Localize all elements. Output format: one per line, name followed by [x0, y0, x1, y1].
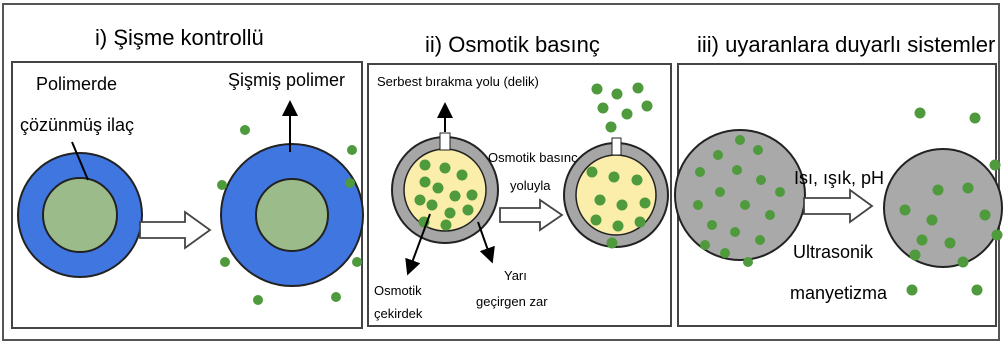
pressure-label-line1: Osmotik basınç — [488, 150, 578, 165]
membrane-label-line2: geçirgen zar — [476, 294, 548, 309]
drug-particle — [915, 108, 926, 119]
drug-particle — [958, 257, 969, 268]
core-label-line2: çekirdek — [374, 306, 423, 321]
stimuli-label: Isı, ışık, pH — [794, 168, 884, 188]
drug-particle — [713, 150, 723, 160]
drug-particle — [591, 215, 602, 226]
panel-2-title: ii) Osmotik basınç — [425, 32, 600, 57]
release-path-label: Serbest bırakma yolu (delik) — [377, 74, 539, 89]
drug-particle — [617, 200, 628, 211]
drug-particle — [927, 215, 938, 226]
drug-particle — [945, 238, 956, 249]
drug-particle — [595, 195, 606, 206]
drug-particle — [715, 187, 725, 197]
drug-particle — [445, 208, 456, 219]
drug-particle — [765, 210, 775, 220]
drug-particle — [598, 103, 609, 114]
drug-particle — [695, 167, 705, 177]
drug-particle — [415, 195, 426, 206]
swollen-drug-core — [256, 179, 328, 251]
drug-particle — [622, 109, 633, 120]
drug-particle — [700, 240, 710, 250]
drug-particle — [732, 165, 742, 175]
drug-particle — [463, 205, 474, 216]
swollen-polymer-label: Şişmiş polimer — [228, 70, 345, 90]
drug-particle — [900, 205, 911, 216]
drug-particle — [635, 217, 646, 228]
drug-particle — [775, 187, 785, 197]
drug-particle — [441, 220, 452, 231]
drug-in-polymer-label-line1: Polimerde — [36, 74, 117, 94]
drug-particle — [606, 122, 617, 133]
drug-particle — [345, 178, 355, 188]
drug-particle — [640, 198, 651, 209]
drug-particle — [587, 167, 598, 178]
ultrasonic-label: Ultrasonik — [793, 242, 874, 262]
membrane-label-line1: Yarı — [504, 268, 527, 283]
panel-1-title: i) Şişme kontrollü — [95, 25, 264, 50]
panel-3-title: iii) uyaranlara duyarlı sistemler — [697, 32, 995, 57]
drug-particle — [980, 210, 991, 221]
drug-particle — [440, 163, 451, 174]
drug-particle — [917, 235, 928, 246]
drug-particle — [253, 295, 263, 305]
drug-particle — [633, 83, 644, 94]
magnetism-label: manyetizma — [790, 283, 888, 303]
drug-particle — [756, 175, 766, 185]
drug-core — [43, 178, 117, 252]
drug-particle — [632, 175, 643, 186]
drug-particle — [467, 190, 478, 201]
delivery-orifice-after — [612, 138, 621, 155]
drug-particle — [592, 84, 603, 95]
drug-particle — [990, 160, 1001, 171]
drug-particle — [450, 191, 461, 202]
drug-particle — [612, 89, 623, 100]
drug-particle — [735, 135, 745, 145]
drug-particle — [613, 221, 624, 232]
drug-particle — [420, 177, 431, 188]
drug-particle — [730, 227, 740, 237]
drug-particle — [910, 250, 921, 261]
drug-particle — [433, 183, 444, 194]
drug-particle — [217, 180, 227, 190]
drug-particle — [331, 292, 341, 302]
drug-particle — [972, 285, 983, 296]
drug-particle — [693, 200, 703, 210]
drug-particle — [457, 170, 468, 181]
drug-particle — [970, 113, 981, 124]
drug-particle — [220, 257, 230, 267]
drug-particle — [347, 145, 357, 155]
drug-in-polymer-label-line2: çözünmüş ilaç — [20, 115, 134, 135]
drug-particle — [427, 200, 438, 211]
core-label-line1: Osmotik — [374, 283, 422, 298]
drug-particle — [707, 220, 717, 230]
drug-particle — [753, 145, 763, 155]
drug-particle — [609, 172, 620, 183]
drug-particle — [420, 160, 431, 171]
drug-particle — [907, 285, 918, 296]
drug-particle — [607, 238, 618, 249]
drug-particle — [743, 257, 753, 267]
drug-particle — [963, 183, 974, 194]
delivery-orifice — [440, 133, 450, 150]
drug-particle — [642, 101, 653, 112]
drug-particle — [992, 230, 1003, 241]
drug-particle — [755, 235, 765, 245]
drug-particle — [740, 200, 750, 210]
drug-particle — [240, 125, 250, 135]
pressure-label-line2: yoluyla — [510, 178, 551, 193]
drug-particle — [933, 185, 944, 196]
drug-particle — [720, 248, 730, 258]
drug-particle — [352, 257, 362, 267]
responsive-sphere — [675, 130, 805, 260]
